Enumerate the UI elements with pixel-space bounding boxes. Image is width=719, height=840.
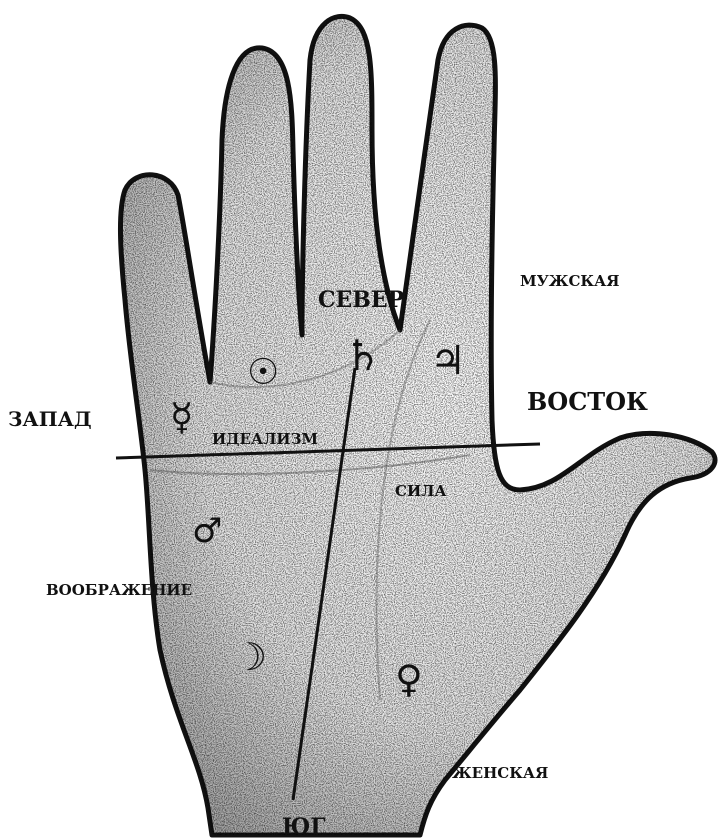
label-east: ВОСТОК <box>527 387 648 416</box>
sun-icon: ☉ <box>247 352 279 393</box>
label-male: МУЖСКАЯ <box>520 272 620 290</box>
saturn-icon: ♄ <box>344 331 382 380</box>
venus-icon: ♀ <box>395 657 423 701</box>
jupiter-icon: ♃ <box>430 338 466 384</box>
moon-icon: ☽ <box>233 635 267 679</box>
label-south: ЮГ <box>282 814 326 840</box>
label-imagination: ВООБРАЖЕНИЕ <box>46 581 192 599</box>
label-idealism: ИДЕАЛИЗМ <box>212 430 318 448</box>
label-female: ЖЕНСКАЯ <box>452 764 548 782</box>
label-strength: СИЛА <box>395 482 447 500</box>
mars-icon: ♂ <box>192 511 222 551</box>
mercury-icon: ☿ <box>170 395 193 439</box>
label-north: СЕВЕР <box>318 287 404 313</box>
label-west: ЗАПАД <box>8 407 92 431</box>
hand-outline <box>120 16 715 835</box>
